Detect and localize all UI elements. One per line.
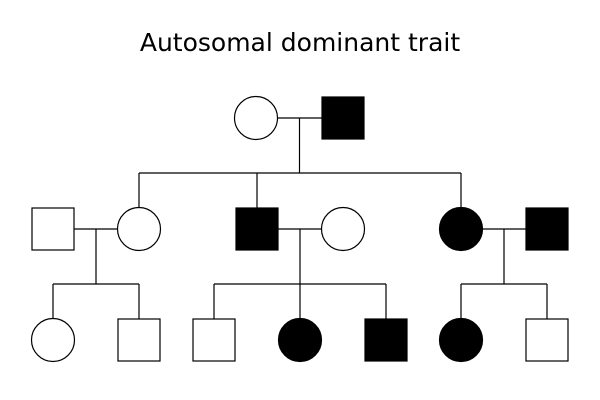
- unaffected-female-circle-I-1: [233, 95, 279, 141]
- affected-male-square-II-3: [235, 207, 279, 251]
- unaffected-male-square-III-7: [525, 318, 569, 362]
- affected-male-square-II-6: [525, 207, 569, 251]
- affected-male-square-III-5: [364, 318, 408, 362]
- diagram-title: Autosomal dominant trait: [139, 28, 461, 57]
- affected-male-square-I-2: [321, 96, 365, 140]
- affected-female-circle-III-6: [438, 317, 484, 363]
- unaffected-male-square-III-2: [117, 318, 161, 362]
- unaffected-female-circle-III-1: [30, 317, 76, 363]
- affected-female-circle-II-5: [438, 206, 484, 252]
- unaffected-female-circle-II-4: [320, 206, 366, 252]
- unaffected-male-square-III-3: [192, 318, 236, 362]
- unaffected-female-circle-II-2: [116, 206, 162, 252]
- affected-female-circle-III-4: [277, 317, 323, 363]
- unaffected-male-square-II-1: [31, 207, 75, 251]
